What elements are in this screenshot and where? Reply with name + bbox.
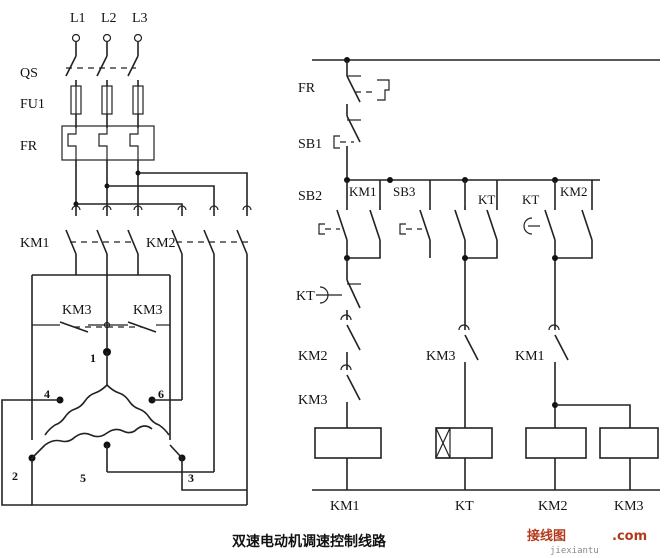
phase-label-l2: L2 [101,11,117,26]
kt-contact-label-a: KT [478,192,495,207]
kt-contact-label-b: KT [522,192,539,207]
km3-branch-label: KM3 [426,349,456,364]
watermark: 接线图 .com jiexiantu [527,528,647,556]
terminal-3: 3 [188,471,194,485]
sb3-label: SB3 [393,184,415,199]
coil-km3 [599,427,659,459]
km2-interlock-label: KM2 [298,349,328,364]
phase-label-l3: L3 [132,11,148,26]
coil-label-km3: KM3 [614,499,644,514]
fr-label-ctrl: FR [298,81,316,96]
fr-label-main: FR [20,139,38,154]
terminal-6: 6 [158,387,164,401]
diagram-caption: 双速电动机调速控制线路 [232,533,387,550]
terminal-1: 1 [90,351,96,365]
coil-label-km1: KM1 [330,499,360,514]
phase-label-l1: L1 [70,11,86,26]
km2-contact-label: KM2 [560,184,587,199]
kt-timer-label: KT [296,289,315,304]
terminal-4: 4 [44,387,50,401]
km2-main-label: KM2 [146,236,176,251]
km1-main-label: KM1 [20,236,50,251]
km3-label-left: KM3 [62,303,92,318]
watermark-suffix: .com [612,529,647,544]
watermark-url: jiexiantu [550,546,599,556]
coil-km1 [314,427,382,459]
coil-kt [435,427,493,459]
coil-label-kt: KT [455,499,474,514]
km3-interlock-label: KM3 [298,393,328,408]
coil-label-km2: KM2 [538,499,568,514]
km1-branch-label: KM1 [515,349,545,364]
terminal-5: 5 [80,471,86,485]
fu1-label: FU1 [20,97,45,112]
km3-label-right: KM3 [133,303,163,318]
terminal-2: 2 [12,469,18,483]
main-circuit: L1 L2 L3 QS FU1 FR [1,11,252,506]
km1-contact-label: KM1 [349,184,376,199]
qs-label: QS [20,66,38,81]
watermark-logo: 接线图 [527,528,566,544]
coil-km2 [525,427,587,459]
sb1-label: SB1 [298,137,322,152]
sb2-label: SB2 [298,189,322,204]
control-circuit: FR SB1 SB2 KM1 SB3 [296,57,660,514]
